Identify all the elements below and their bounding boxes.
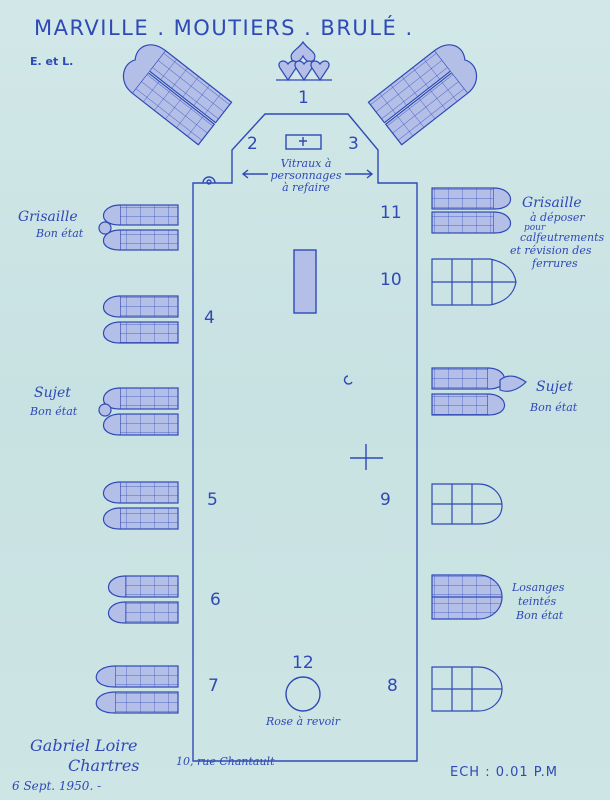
sujet-right-title: Sujet [536,379,573,395]
nave-pillar [293,249,317,314]
window-number-12: 12 [292,653,314,673]
signature-date: 6 Sept. 1950. - [12,779,102,793]
window-number-6: 6 [210,590,221,610]
signature-city: Chartres [68,756,140,775]
vitraux-note-1: Vitraux à [280,157,332,170]
vitraux-arrow-left [241,169,268,179]
corner-mark-left-dot [206,179,212,185]
window-1 [276,40,332,82]
losanges-line1: Losanges [512,581,565,594]
window-7 [95,665,179,714]
page-subtitle: E. et L. [30,55,74,68]
window-left-sujet [98,387,179,436]
grisaille-left-title: Grisaille [18,209,78,225]
window-number-5: 5 [207,490,218,510]
nave-cross [350,444,383,470]
altar [285,134,322,150]
nave-mark [343,375,353,385]
grisaille-right-line3: pour [524,223,546,233]
losanges-line3: Bon état [516,609,564,622]
page-title: MARVILLE . MOUTIERS . BRULÉ . [34,16,414,40]
losanges-line2: teintés [518,595,557,608]
window-10 [431,258,517,306]
rose-note: Rose à revoir [266,715,340,728]
grisaille-right-title: Grisaille [522,195,582,211]
grisaille-right-line4: calfeutrements [520,231,605,244]
rose-window [285,676,321,712]
window-losanges [431,574,503,620]
window-number-3: 3 [348,134,359,154]
grisaille-right-line5: et révision des [510,244,592,257]
window-2 [122,44,233,146]
window-number-2: 2 [247,134,258,154]
grisaille-right-line2: à déposer [530,211,585,224]
window-number-10: 10 [380,270,402,290]
window-number-4: 4 [204,308,215,328]
window-number-1: 1 [298,88,309,108]
window-4 [102,295,179,344]
signature-address: 10, rue Chantault [176,755,275,768]
sujet-left-title: Sujet [34,385,71,401]
altar-cross [299,137,307,146]
window-11 [431,187,512,234]
window-number-11: 11 [380,203,402,223]
grisaille-right-line6: ferrures [532,257,578,270]
window-left-grisaille [98,204,179,251]
sujet-right-state: Bon état [530,401,578,414]
scale-label: ECH : 0.01 P.M [450,765,558,780]
window-number-9: 9 [380,490,391,510]
window-5 [102,481,179,530]
corner-mark-left [202,176,216,184]
vitraux-note-2: personnages [270,169,342,182]
window-right-sujet [431,367,527,416]
window-8 [431,666,503,712]
window-number-7: 7 [208,676,219,696]
nave-outline [192,113,418,762]
window-number-8: 8 [387,676,398,696]
sujet-left-state: Bon état [30,405,78,418]
vitraux-arrow-right [345,169,374,179]
vitraux-note-3: à refaire [282,181,330,194]
signature-name: Gabriel Loire [30,736,138,755]
window-9 [431,483,503,525]
window-6 [107,575,179,624]
grisaille-left-state: Bon état [36,227,84,240]
window-3 [367,44,478,146]
